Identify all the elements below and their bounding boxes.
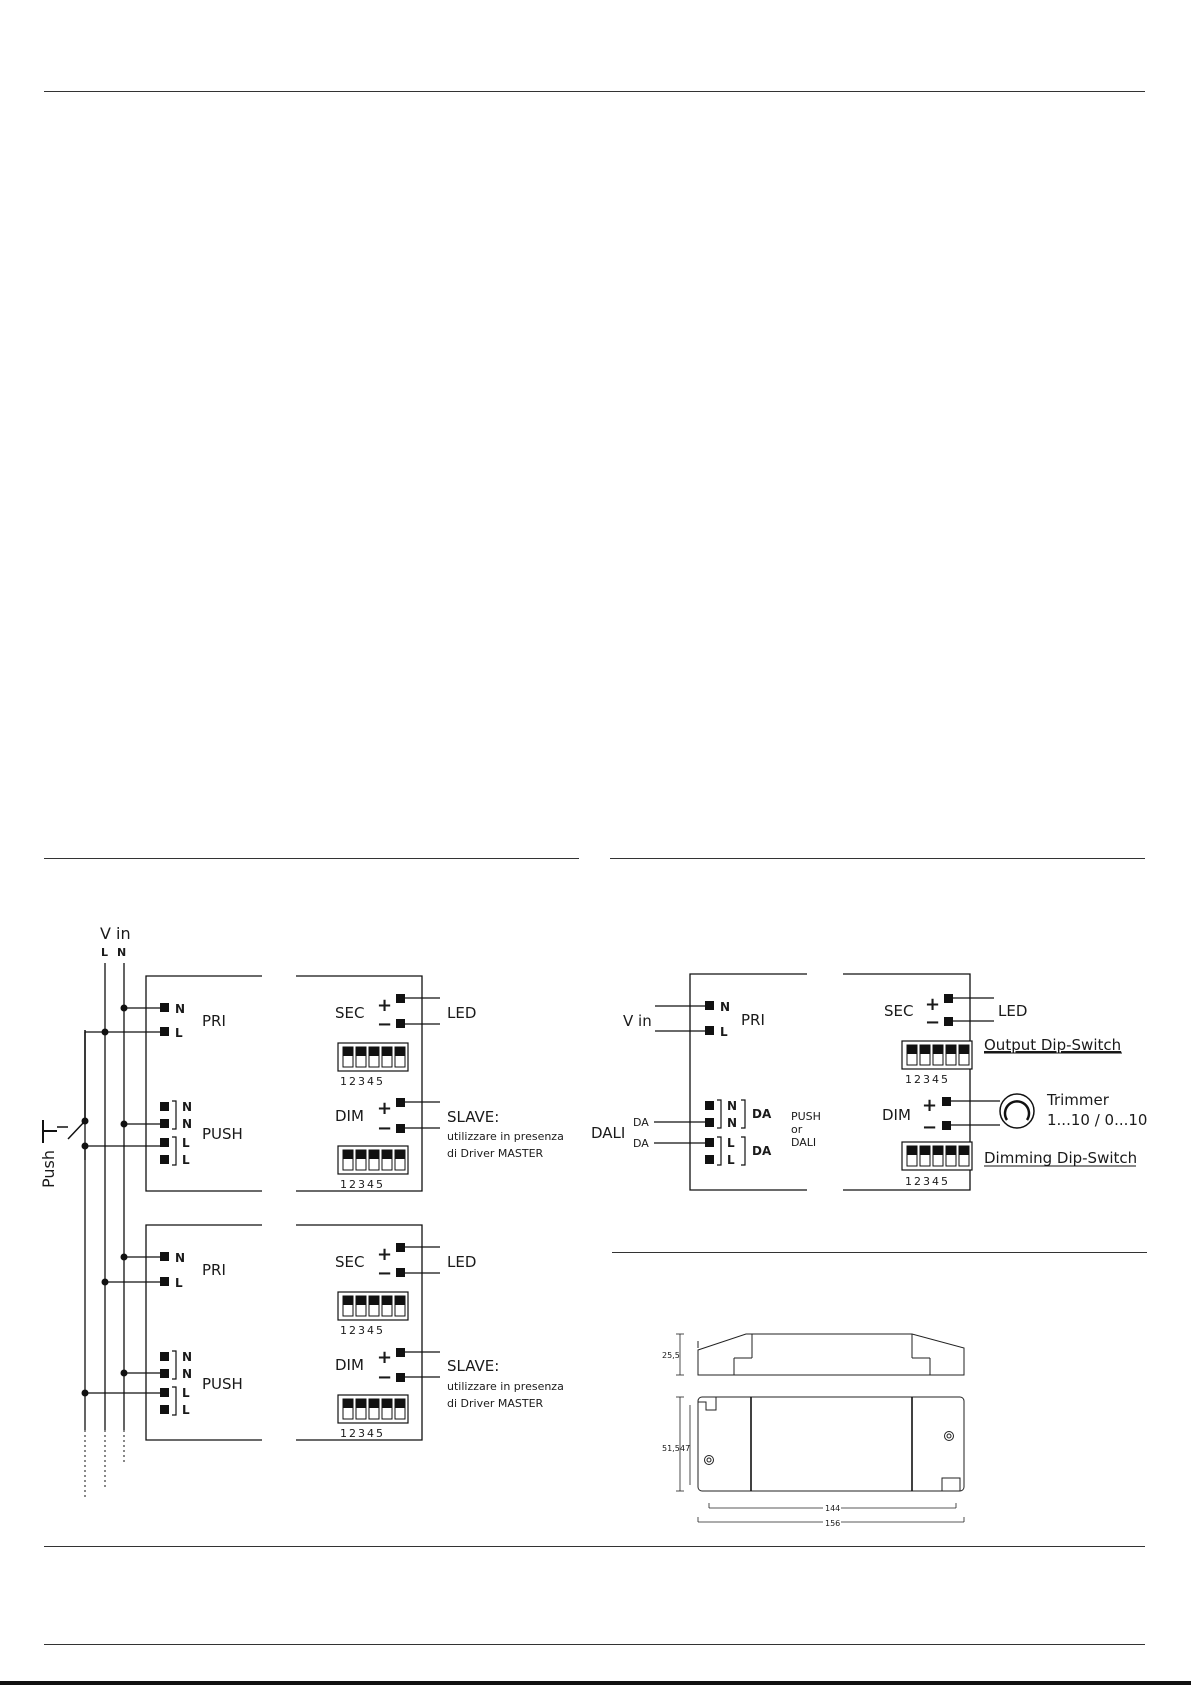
section-rule-left — [44, 858, 579, 859]
slave-note-1: utilizzare in presenza — [447, 1130, 564, 1143]
dimming-dip-switch-label: Dimming Dip-Switch — [984, 1149, 1137, 1167]
slave-output-dip-switch — [337, 1291, 409, 1321]
slave-dim-label: DIM — [335, 1356, 364, 1374]
slave-push-label: PUSH — [202, 1375, 243, 1393]
dimension-drawing: 25,5 51,5 47 144 156 — [662, 1333, 965, 1528]
slave-push-n2: N — [182, 1367, 192, 1381]
dim-width-inner: 47 — [680, 1444, 690, 1453]
section-rule-dimensions — [612, 1252, 1147, 1253]
dali-push-l2: L — [727, 1153, 735, 1167]
slave-pri-l: L — [175, 1276, 183, 1290]
section-rule-right — [610, 858, 1145, 859]
slave-dim-plus: + — [377, 1347, 392, 1368]
pri-n-terminal: N — [175, 1002, 185, 1016]
dali-sec-minus: − — [925, 1012, 940, 1033]
dali-push-n1: N — [727, 1099, 737, 1113]
dali-sec-plus: + — [925, 994, 940, 1015]
dali-pri-n: N — [720, 1000, 730, 1014]
sec-plus: + — [377, 995, 392, 1016]
slave-led-label: LED — [447, 1253, 476, 1271]
dali-dip-numbers: 12345 — [905, 1073, 950, 1086]
output-dip-switch — [337, 1042, 409, 1072]
slave-slave-note-1: utilizzare in presenza — [447, 1380, 564, 1393]
dali-dip-numbers-2: 12345 — [905, 1175, 950, 1188]
push-n2-terminal: N — [182, 1117, 192, 1131]
sec-label: SEC — [335, 1004, 364, 1022]
pri-label: PRI — [202, 1012, 226, 1030]
dim-height: 25,5 — [662, 1351, 680, 1360]
master-slave-diagram: V in L N Push N — [39, 924, 564, 1500]
dim-label: DIM — [335, 1107, 364, 1125]
dali-da-terminal-1: DA — [752, 1107, 772, 1121]
header-rule — [44, 91, 1145, 92]
dali-dimming-dip-switch — [901, 1141, 973, 1171]
dali-pri-l: L — [720, 1025, 728, 1039]
dim-plus: + — [377, 1098, 392, 1119]
dali-output-dip-switch — [901, 1040, 973, 1070]
slave-pri-label: PRI — [202, 1261, 226, 1279]
slave-note-2: di Driver MASTER — [447, 1147, 544, 1160]
da-label-2: DA — [633, 1137, 649, 1150]
da-label-1: DA — [633, 1116, 649, 1129]
led-label: LED — [447, 1004, 476, 1022]
trimmer-icon — [999, 1093, 1035, 1129]
bottom-strip — [0, 1681, 1191, 1685]
push-or-dali-3: DALI — [791, 1136, 816, 1149]
slave-sec-label: SEC — [335, 1253, 364, 1271]
slave-dip-numbers-2: 12345 — [340, 1427, 385, 1440]
dali-push-n2: N — [727, 1116, 737, 1130]
dali-diagram: V in N L PRI DALI DA DA N N L L DA DA PU… — [591, 973, 1147, 1191]
vin-n-label: N — [117, 946, 126, 959]
slave-slave-label: SLAVE: — [447, 1357, 499, 1375]
dali-da-terminal-2: DA — [752, 1144, 772, 1158]
dim-width-outer: 51,5 — [662, 1444, 680, 1453]
push-button-icon — [42, 1030, 89, 1160]
push-l1-terminal: L — [182, 1136, 190, 1150]
dali-led-label: LED — [998, 1002, 1027, 1020]
slave-sec-minus: − — [377, 1263, 392, 1284]
push-l2-terminal: L — [182, 1153, 190, 1167]
push-n1-terminal: N — [182, 1100, 192, 1114]
push-label: Push — [39, 1150, 58, 1188]
slave-push-l1: L — [182, 1386, 190, 1400]
push-or-dali-2: or — [791, 1123, 803, 1136]
dim-length-inner: 144 — [825, 1504, 840, 1513]
dali-sec-label: SEC — [884, 1002, 913, 1020]
push-or-dali-1: PUSH — [791, 1110, 821, 1123]
dali-dim-plus: + — [922, 1095, 937, 1116]
footer-rule-2 — [44, 1644, 1145, 1645]
sec-minus: − — [377, 1014, 392, 1035]
dali-bus-label: DALI — [591, 1124, 625, 1142]
pri-l-terminal: L — [175, 1026, 183, 1040]
dali-dim-label: DIM — [882, 1106, 911, 1124]
slave-dimming-dip-switch — [337, 1394, 409, 1424]
slave-dim-minus: − — [377, 1367, 392, 1388]
slave-label: SLAVE: — [447, 1108, 499, 1126]
vin-label: V in — [100, 924, 131, 943]
dali-push-l1: L — [727, 1136, 735, 1150]
dim-length-outer: 156 — [825, 1519, 840, 1528]
dimming-dip-switch — [337, 1145, 409, 1175]
trimmer-label: Trimmer — [1046, 1091, 1110, 1109]
dali-dim-minus: − — [922, 1117, 937, 1138]
dali-vin-label: V in — [623, 1012, 652, 1030]
dip-numbers: 12345 — [340, 1075, 385, 1088]
slave-pri-n: N — [175, 1251, 185, 1265]
slave-push-l2: L — [182, 1403, 190, 1417]
trimmer-range: 1...10 / 0...10 — [1047, 1111, 1147, 1129]
dali-pri-label: PRI — [741, 1011, 765, 1029]
slave-sec-plus: + — [377, 1244, 392, 1265]
slave-dip-numbers: 12345 — [340, 1324, 385, 1337]
output-dip-switch-label: Output Dip-Switch — [984, 1036, 1121, 1054]
push-terminal-label: PUSH — [202, 1125, 243, 1143]
dim-minus: − — [377, 1118, 392, 1139]
vin-l-label: L — [101, 946, 108, 959]
slave-push-n1: N — [182, 1350, 192, 1364]
dip-numbers-2: 12345 — [340, 1178, 385, 1191]
slave-slave-note-2: di Driver MASTER — [447, 1397, 544, 1410]
footer-rule-1 — [44, 1546, 1145, 1547]
